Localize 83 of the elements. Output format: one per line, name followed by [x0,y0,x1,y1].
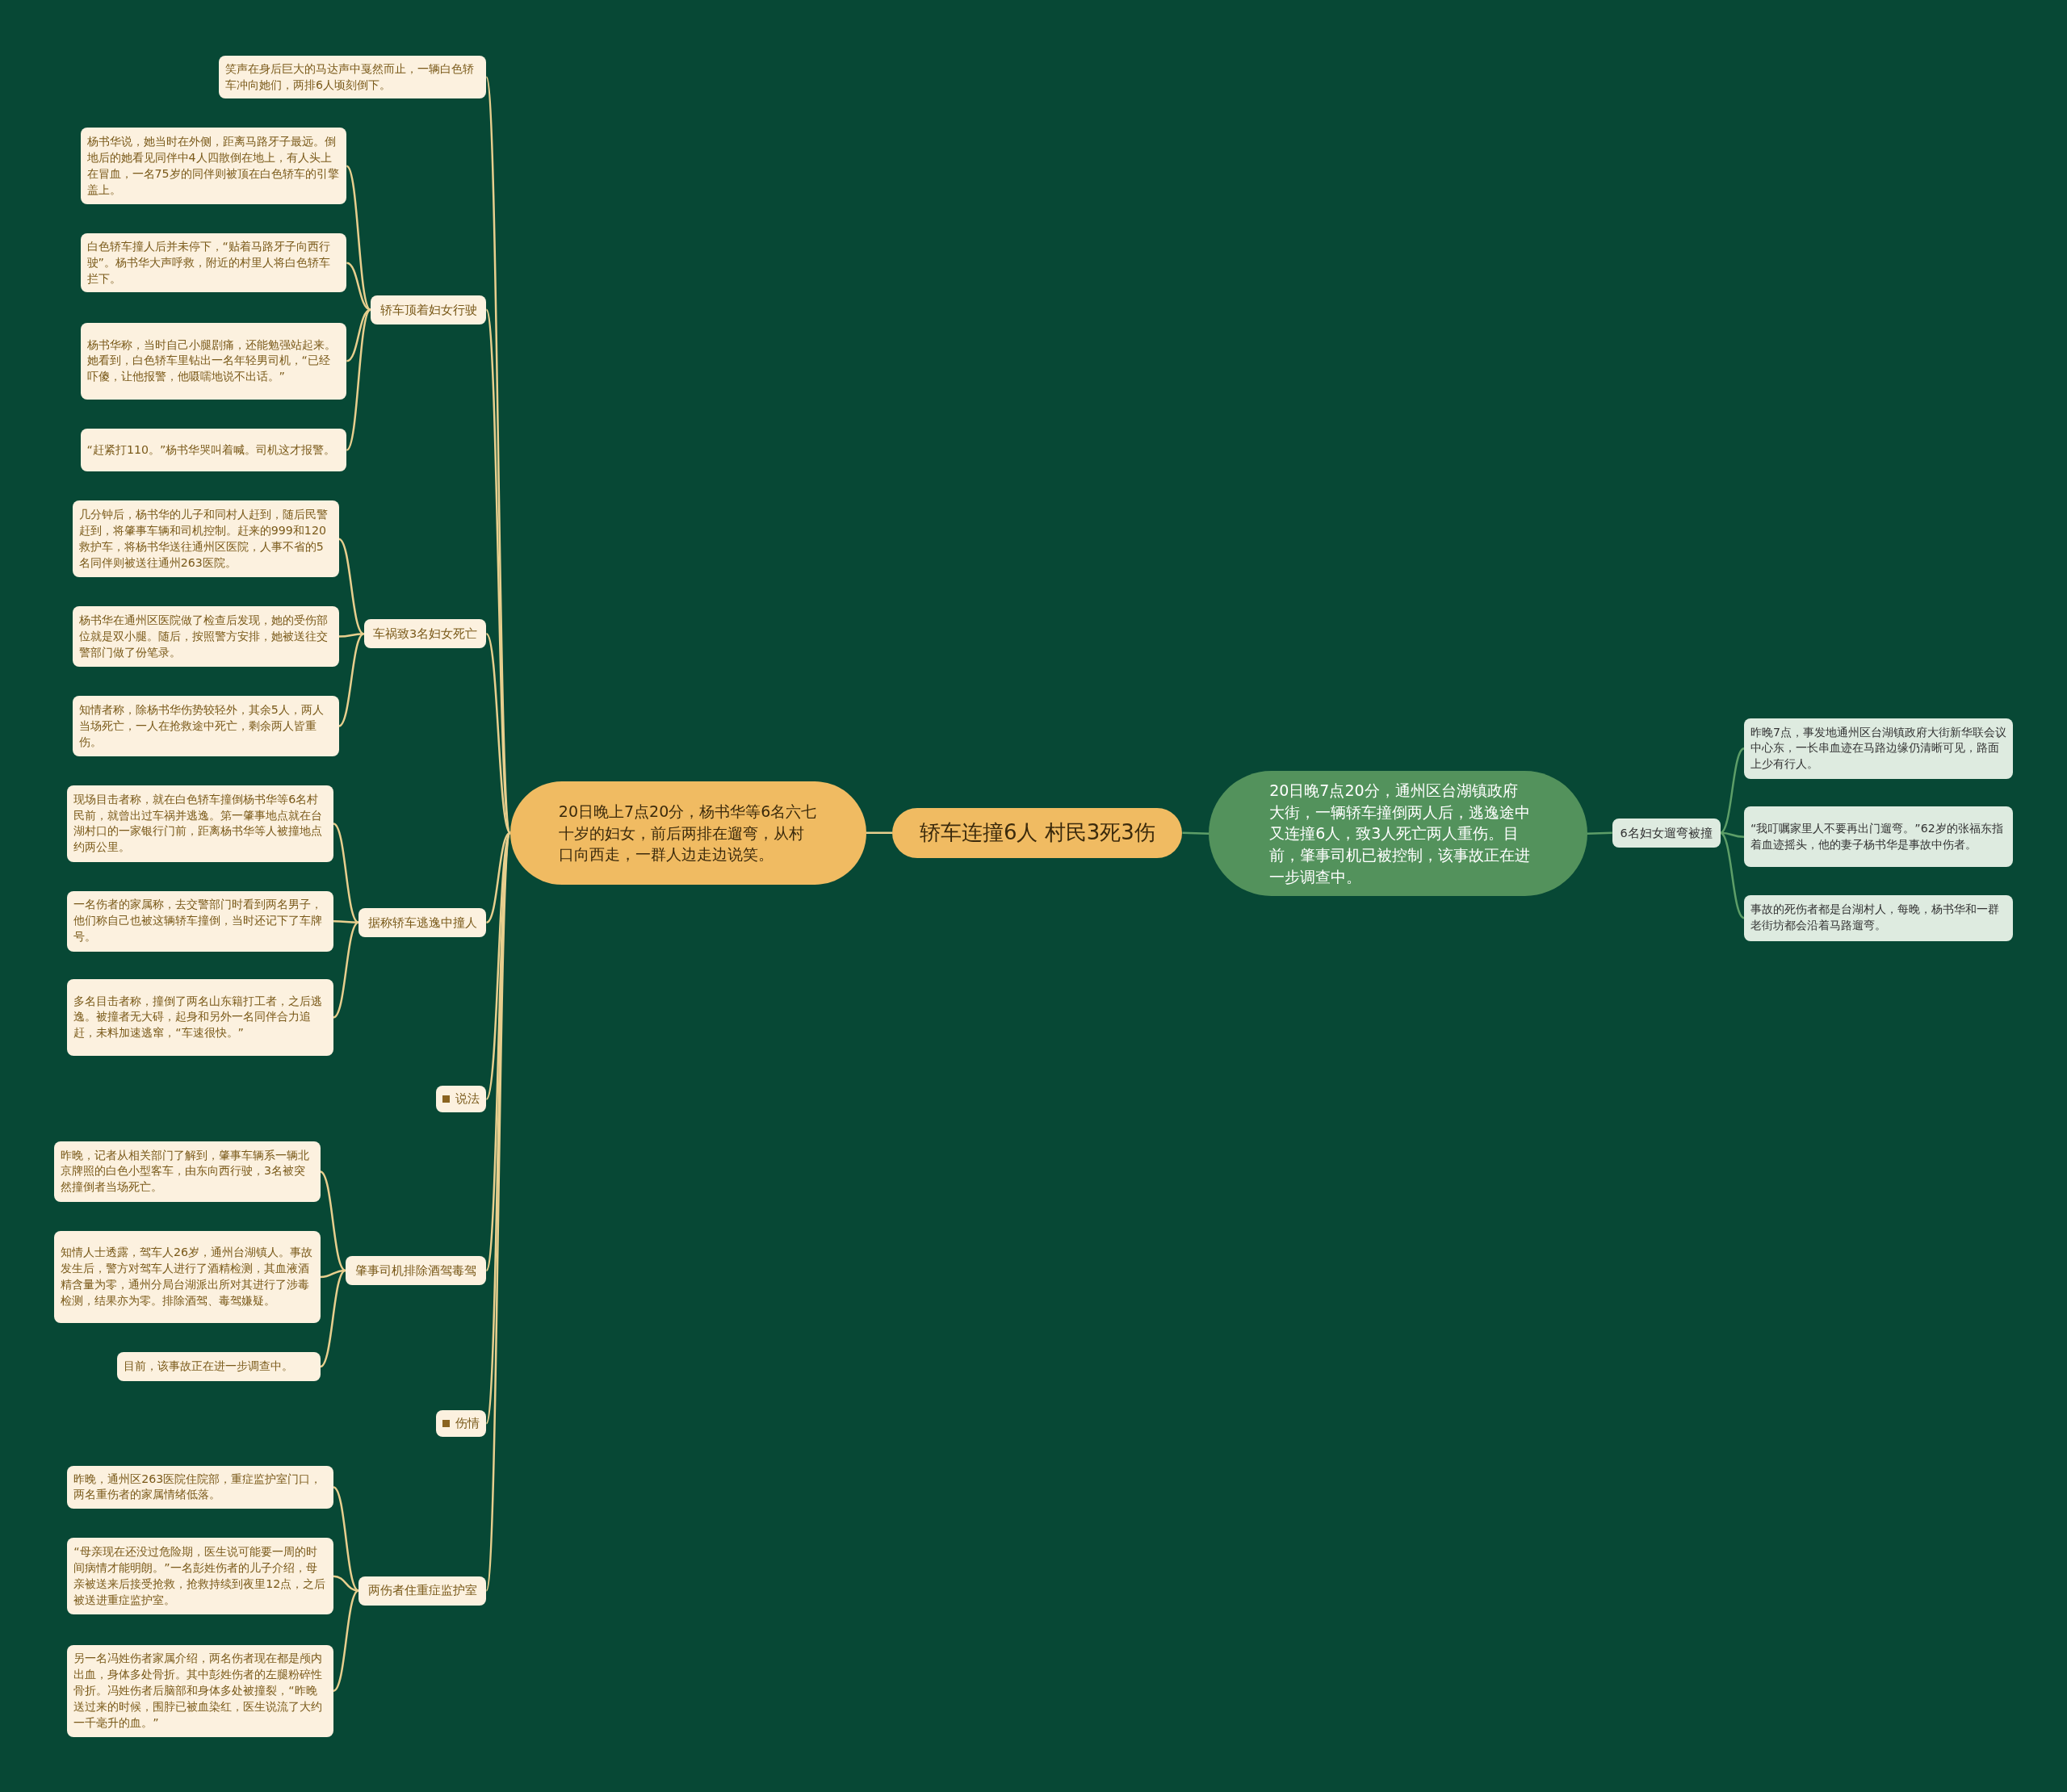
connector-line [1719,747,1745,834]
note-box [80,323,347,400]
main-topic [509,781,866,885]
topic-text: 知情者称，除杨书华伤势较轻外，其余5人，两人当场死亡，一人在抢救途中死亡，剩余两人皆重伤。 [78,701,325,750]
connector-line [333,1486,359,1592]
subtopic-box [363,619,487,649]
connector-line [320,1269,346,1279]
note-box [80,128,347,205]
topic-text: 昨晚，记者从相关部门了解到，肇事车辆系一辆北京牌照的白色小型客车，由东向西行驶，3名被突然撞倒者当场死亡。 [60,1147,310,1195]
subtopic-box [358,1576,487,1606]
topic-text: 据称轿车逃逸中撞人 [367,915,477,931]
topic-text: 白色轿车撞人后并未停下，“贴着马路牙子向西行驶”。杨书华大声呼救，附近的村里人将白色轿车拦下。 [86,238,331,287]
topic-text: 多名目击者称，撞倒了两名山东籍打工者，之后逃逸。被撞者无大碍，起身和另外一名同伴合力追赶，未料加速逃窜，“车速很快。” [73,993,324,1041]
topic-text: 另一名冯姓伤者家属介绍，两名伤者现在都是颅内出血，身体多处骨折。其中彭姓伤者的左腿粉碎性骨折。冯姓伤者后脑部和身体多处被撞裂，“昨晚送过来的时候，围脖已被血染红，医生说流了大约一千毫升的血。” [73,1651,324,1731]
note-box [1744,806,2014,868]
connector-line [866,831,893,835]
subtopic-box [370,295,487,324]
topic-text: 昨晚7点，事发地通州区台湖镇政府大街新华联会议中心东，一长串血迹在马路边缘仍清晰可见，路面上少有行人。 [1750,724,2007,772]
subtopic-box [436,1409,487,1437]
topic-text: 现场目击者称，就在白色轿车撞倒杨书华等6名村民前，就曾出过车祸并逃逸。第一肇事地点就在台湖村口的一家银行门前，距离杨书华等人被撞地点约两公里。 [73,791,324,856]
subtopic-box [1612,818,1721,848]
connector-line [346,308,371,451]
topic-text: 肇事司机排除酒驾毒驾 [355,1262,477,1279]
note-box [67,1644,334,1737]
topic-text: 目前，该事故正在进一步调查中。 [124,1359,294,1375]
topic-text: 6名妇女遛弯被撞 [1620,825,1713,841]
topic-text: 杨书华称，当时自己小腿剧痛，还能勉强站起来。她看到，白色轿车里钻出一名年轻男司机，“已经吓傻，让他报警，他嗫嚅地说不出话。” [86,337,337,385]
connector-line [1719,831,1745,919]
topic-text: “赶紧打110。”杨书华哭叫着喊。司机这才报警。 [86,442,336,458]
connector-line [333,1575,359,1592]
note-box [67,979,334,1056]
topic-text: 杨书华在通州区医院做了检查后发现，她的受伤部位就是双小腿。随后，按照警方安排，她被送往交警部门做了份笔录。 [78,612,329,660]
note-box [1744,718,2014,779]
connector-line [338,633,364,638]
connector-line [1587,831,1612,835]
note-box [67,785,334,862]
connector-line [346,165,371,311]
connector-line [346,262,371,311]
connector-line [338,633,365,727]
topic-text: 20日晚7点20分，通州区台湖镇政府大街，一辆轿车撞倒两人后，逃逸途中又连撞6人，致3人死亡两人重伤。目前，肇事司机已被控制，该事故正在进一步调查中。 [1269,781,1531,887]
connector-line [338,538,365,635]
note-box [219,55,487,99]
topic-text: 轿车顶着妇女行驶 [379,302,477,318]
note-box [72,696,339,757]
note-box [72,606,339,668]
connector-line [333,823,359,923]
connector-line [333,921,359,1019]
topic-text: 轿车连撞6人 村民3死3伤 [919,820,1155,846]
topic-text: 昨晚，通州区263医院住院部，重症监护室门口，两名重伤者的家属情绪低落。 [73,1471,323,1503]
note-box [80,232,347,293]
topic-text: 两伤者住重症监护室 [367,1583,477,1599]
connector-line [320,1170,346,1271]
note-box [53,1141,321,1202]
connector-line [1720,831,1745,838]
connector-line [1182,831,1210,835]
topic-text: 笑声在身后巨大的马达声中戛然而止，一辆白色轿车冲向她们，两排6人顷刻倒下。 [225,61,475,93]
connector-line [333,919,359,924]
topic-text: 几分钟后，杨书华的儿子和同村人赶到，随后民警赶到，将肇事车辆和司机控制。赶来的999和120救护车，将杨书华送往通州区医院，人事不省的5名同伴则被送往通州263医院。 [78,507,329,571]
subtopic-box [436,1086,487,1112]
note-box [67,1538,334,1614]
note-box [80,428,347,472]
subtopic-box [358,907,487,937]
topic-text: 事故的死伤者都是台湖村人，每晚，杨书华和一群老街坊都会沿着马路遛弯。 [1750,902,2000,934]
connector-line [485,831,511,923]
topic-text: 车祸致3名妇女死亡 [372,626,478,643]
connector-line [485,633,511,834]
note-box [117,1352,321,1381]
topic-text: “母亲现在还没过危险期，医生说可能要一周的时间病情才能明朗。”一名彭姓伤者的儿子介绍，母亲被送来后接受抢救，抢救持续到夜里12点，之后被送进重症监护室。 [73,1543,327,1608]
subtopic-box [345,1255,487,1285]
topic-text: 知情人士透露，驾车人26岁，通州台湖镇人。事故发生后，警方对驾车人进行了酒精检测，其血液酒精含量为零，通州分局台湖派出所对其进行了涉毒检测，结果亦为零。排除酒驾、毒驾嫌疑。 [60,1245,313,1308]
note-box [53,1230,321,1324]
topic-text: 说法 [455,1091,480,1107]
topic-text: 一名伤者的家属称，去交警部门时看到两名男子，他们称自己也被这辆轿车撞倒，当时还记下了车牌号。 [73,897,324,945]
note-box [67,1465,334,1509]
topic-text: “我叮嘱家里人不要再出门遛弯。”62岁的张福东指着血迹摇头，他的妻子杨书华是事故中伤者。 [1750,820,2004,852]
topic-text: 20日晚上7点20分，杨书华等6名六七十岁的妇女，前后两排在遛弯，从村口向西走，一群人边走边说笑。 [558,801,818,865]
topic-text: 伤情 [455,1416,480,1432]
topic-text: 杨书华说，她当时在外侧，距离马路牙子最远。倒地后的她看见同伴中4人四散倒在地上，有人头上在冒血，一名75岁的同伴则被顶在白色轿车的引擎盖上。 [86,133,340,198]
note-box [67,890,334,952]
note-box [1744,894,2014,941]
note-box [72,500,339,578]
connector-line [320,1269,346,1368]
connector-line [333,1589,359,1692]
